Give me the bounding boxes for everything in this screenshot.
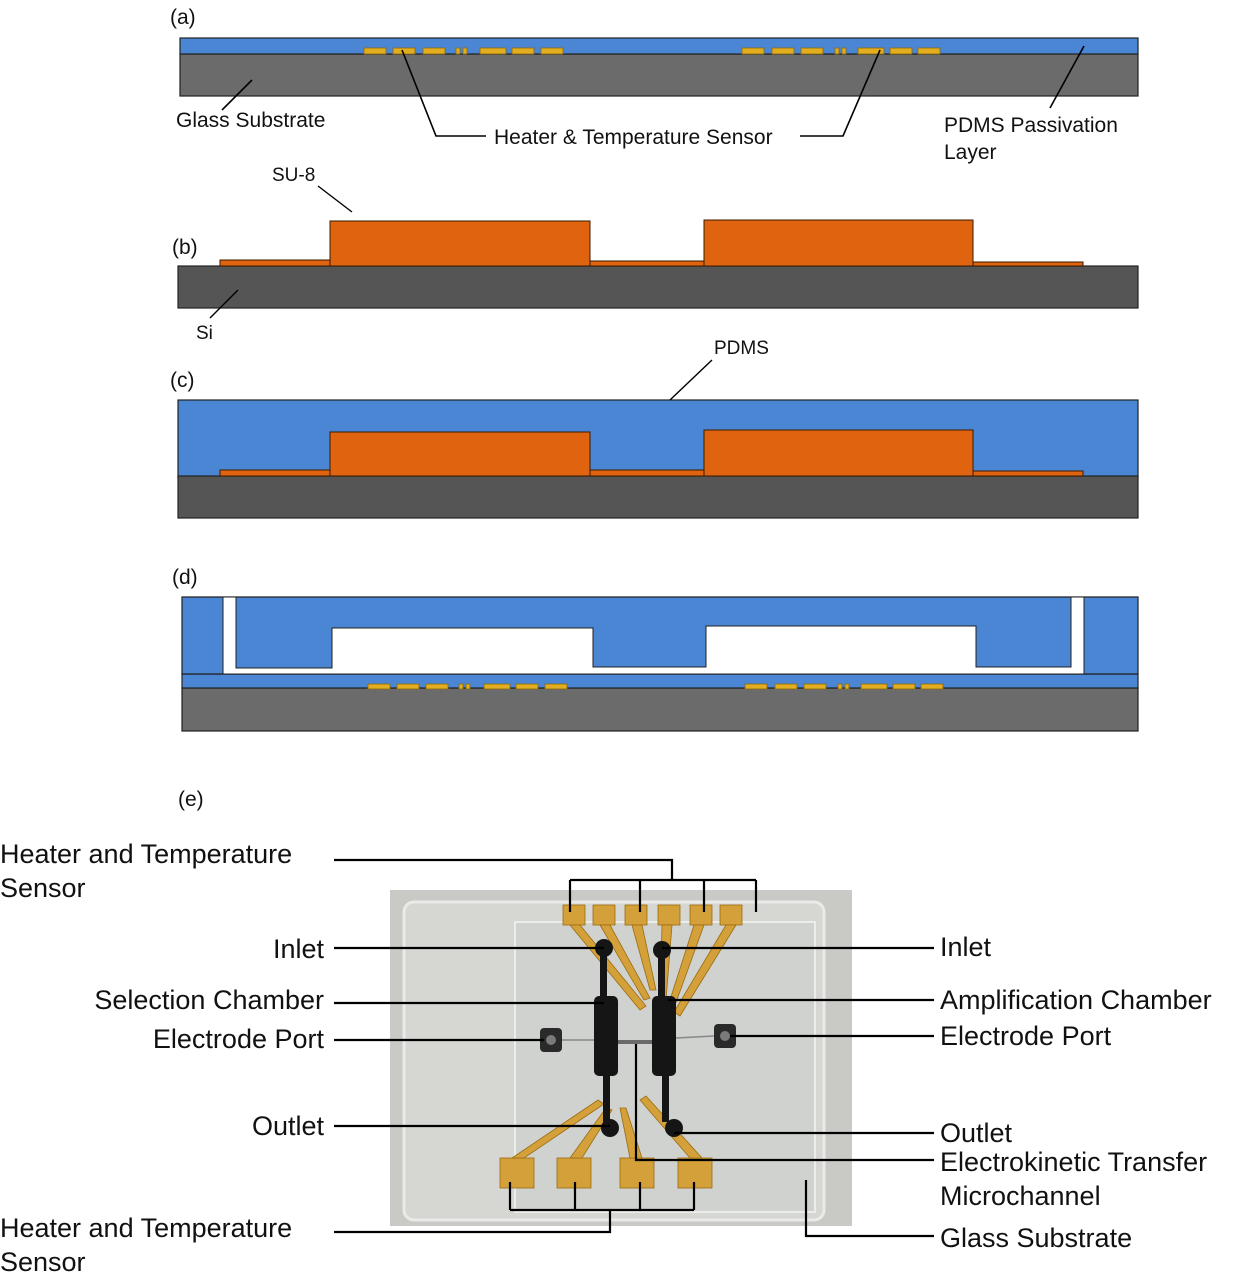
leader-heater-sensor-right bbox=[800, 49, 881, 137]
panel-b: (b) SU-8 Si bbox=[172, 165, 1139, 344]
panel-c-tag: (c) bbox=[170, 369, 195, 392]
electrode-ports bbox=[540, 1024, 736, 1052]
panel-a: (a) Glass Substrate Heater & Temperature… bbox=[170, 6, 1139, 164]
label-inlet-left: Inlet bbox=[273, 934, 325, 964]
label-heater-top: Heater and Temperature bbox=[0, 839, 292, 869]
leader-heater-sensor-left bbox=[401, 49, 486, 137]
label-heater-sensor: Heater & Temperature Sensor bbox=[494, 126, 773, 149]
glass-substrate-d bbox=[181, 687, 1139, 732]
label-glass-substrate: Glass Substrate bbox=[176, 109, 325, 132]
label-glass-substrate-e: Glass Substrate bbox=[940, 1223, 1132, 1253]
panel-e-tag: (e) bbox=[178, 788, 204, 811]
label-electrode-port-left: Electrode Port bbox=[153, 1024, 325, 1054]
label-ek-transfer-line2: Microchannel bbox=[940, 1181, 1101, 1211]
leader-pdms-passivation bbox=[1049, 45, 1085, 109]
glass-substrate-layer bbox=[179, 53, 1139, 97]
label-electrode-port-right: Electrode Port bbox=[940, 1021, 1112, 1051]
leader-heater-bottom bbox=[334, 1182, 696, 1234]
label-selection-chamber: Selection Chamber bbox=[94, 985, 324, 1015]
panel-c: (c) PDMS bbox=[170, 338, 1139, 519]
chip-photo bbox=[390, 890, 852, 1226]
label-pdms: PDMS bbox=[714, 338, 769, 359]
pdms-passivation-layer bbox=[179, 37, 1139, 55]
label-pdms-passivation: PDMS Passivation bbox=[944, 114, 1118, 137]
label-ek-transfer: Electrokinetic Transfer bbox=[940, 1147, 1207, 1177]
leader-glass-substrate bbox=[221, 79, 253, 111]
label-outlet-left: Outlet bbox=[252, 1111, 325, 1141]
su8-mold-c bbox=[219, 429, 1084, 477]
label-si: Si bbox=[196, 323, 213, 344]
heater-traces-bottom bbox=[499, 1095, 713, 1189]
pdms-passivation-d bbox=[181, 673, 1139, 689]
label-inlet-right: Inlet bbox=[940, 932, 992, 962]
leader-ek-transfer bbox=[634, 1044, 934, 1162]
su8-mold bbox=[219, 219, 1084, 267]
label-pdms-passivation-line2: Layer bbox=[944, 141, 997, 164]
label-su8: SU-8 bbox=[272, 165, 315, 186]
leader-pdms bbox=[669, 359, 713, 401]
si-wafer-c bbox=[177, 475, 1139, 519]
heater-electrodes-left bbox=[363, 47, 564, 55]
leader-heater-top bbox=[334, 858, 758, 912]
panel-a-tag: (a) bbox=[170, 6, 196, 29]
label-heater-bottom: Heater and Temperature bbox=[0, 1213, 292, 1243]
label-heater-bottom-line2: Sensor bbox=[0, 1247, 86, 1277]
heater-electrodes-d bbox=[367, 683, 944, 690]
microchannels bbox=[594, 939, 683, 1137]
leader-si bbox=[209, 289, 239, 319]
heater-electrodes-right bbox=[741, 47, 941, 55]
pdms-chip-block bbox=[181, 596, 1139, 675]
si-wafer bbox=[177, 265, 1139, 309]
leader-su8 bbox=[317, 185, 353, 213]
panel-b-tag: (b) bbox=[172, 236, 198, 259]
leader-glass-substrate-e bbox=[804, 1180, 934, 1238]
pdms-cast bbox=[177, 399, 1139, 479]
label-amplification-chamber: Amplification Chamber bbox=[940, 985, 1212, 1015]
label-heater-top-line2: Sensor bbox=[0, 873, 86, 903]
microchannel-cavity bbox=[222, 596, 1085, 675]
panel-e: (e) bbox=[0, 788, 1212, 1277]
panel-d: (d) bbox=[172, 566, 1139, 732]
label-outlet-right: Outlet bbox=[940, 1118, 1013, 1148]
panel-d-tag: (d) bbox=[172, 566, 198, 589]
